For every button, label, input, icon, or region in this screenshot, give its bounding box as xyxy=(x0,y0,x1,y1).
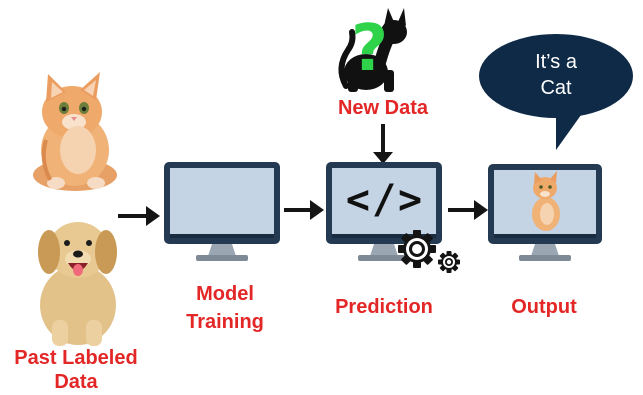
prediction-label: Prediction xyxy=(335,296,433,318)
code-icon: </> xyxy=(345,177,425,223)
arrow-icon xyxy=(118,206,160,226)
new-data-label: New Data xyxy=(337,97,429,119)
model-training-label-line1: Model xyxy=(196,283,254,305)
monitor-icon xyxy=(164,162,280,261)
kitten-photo xyxy=(33,72,117,191)
kitten-photo xyxy=(532,171,560,231)
gear-icon xyxy=(398,230,436,268)
monitor-icon xyxy=(326,162,442,261)
bubble-text-line1: It’s a xyxy=(535,51,577,73)
output-label: Output xyxy=(511,296,577,318)
puppy-photo xyxy=(38,222,117,346)
question-mark-icon: ? xyxy=(351,12,389,86)
arrow-icon xyxy=(284,200,324,220)
model-training-label-line2: Training xyxy=(186,311,264,333)
arrow-icon xyxy=(448,200,488,220)
bubble-text-line2: Cat xyxy=(540,77,572,99)
arrow-icon xyxy=(373,124,393,164)
gear-icon xyxy=(438,251,460,273)
past-labeled-data-label-line2: Data xyxy=(54,371,98,393)
black-cat-icon xyxy=(338,8,407,92)
speech-bubble xyxy=(479,34,633,150)
past-labeled-data-label-line1: Past Labeled xyxy=(14,347,138,369)
